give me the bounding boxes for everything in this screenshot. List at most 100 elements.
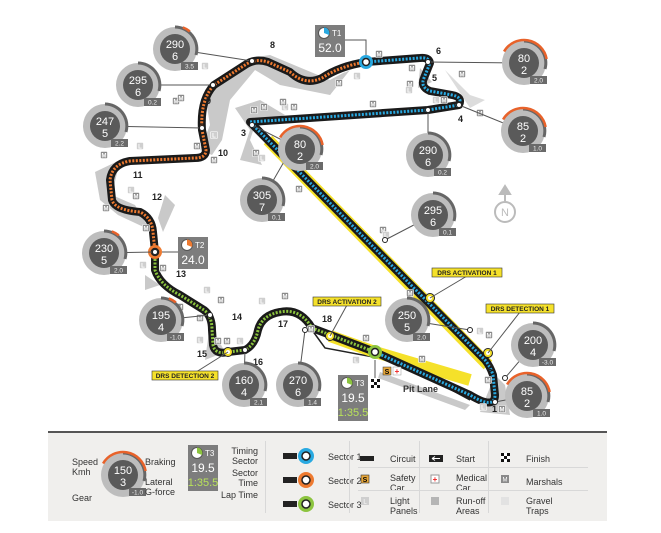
turn-14-label: 14 bbox=[232, 312, 242, 322]
gear-value: 2 bbox=[297, 151, 303, 163]
gear-value: 4 bbox=[241, 387, 247, 399]
pit-lane-label: Pit Lane bbox=[403, 384, 438, 394]
svg-text:L: L bbox=[203, 64, 207, 70]
braking-arc bbox=[182, 26, 191, 33]
sector-time: 19.5 bbox=[191, 461, 215, 475]
svg-text:L: L bbox=[384, 233, 388, 239]
svg-text:M: M bbox=[442, 98, 447, 104]
speed-value: 270 bbox=[289, 375, 307, 387]
speed-value: 80 bbox=[294, 139, 306, 151]
svg-text:M: M bbox=[144, 226, 149, 232]
svg-text:M: M bbox=[195, 144, 200, 150]
speed-value: 290 bbox=[166, 39, 184, 51]
marshal-marker: M bbox=[406, 289, 414, 297]
speed-value: 200 bbox=[524, 335, 542, 347]
turn-16-label: 16 bbox=[253, 357, 263, 367]
braking-arc bbox=[502, 38, 548, 60]
turn-18-label: 18 bbox=[322, 314, 332, 324]
svg-text:M: M bbox=[410, 66, 415, 72]
svg-text:DRS DETECTION 1: DRS DETECTION 1 bbox=[491, 306, 550, 313]
timing-sector: T1 bbox=[332, 29, 342, 38]
marshal-marker: M bbox=[375, 50, 383, 58]
gear-value: 2 bbox=[520, 133, 526, 145]
marshal-marker: M bbox=[193, 142, 201, 150]
svg-text:M: M bbox=[134, 194, 139, 200]
svg-text:L: L bbox=[355, 74, 359, 80]
g-force-value: 0.1 bbox=[272, 215, 281, 222]
legend-sector-1: Sector 1 bbox=[328, 452, 362, 462]
safety-car-icon bbox=[360, 474, 370, 484]
marshal-marker: M bbox=[279, 98, 287, 106]
marshal-marker: M bbox=[290, 103, 298, 111]
light-panel-marker: L bbox=[210, 131, 218, 139]
turn-4-label: 4 bbox=[458, 114, 463, 124]
svg-text:M: M bbox=[161, 266, 166, 272]
turn-5-label: 5 bbox=[432, 73, 437, 83]
marshal-marker: M bbox=[484, 376, 492, 384]
marshal-marker: M bbox=[102, 204, 110, 212]
marshal-marker: M bbox=[362, 334, 370, 342]
legend-timing-sector-label: Timing Sector bbox=[231, 446, 258, 466]
compass: N bbox=[494, 184, 516, 223]
braking-arc bbox=[168, 297, 177, 304]
light-panel-icon bbox=[361, 497, 369, 505]
g-force-value: 2.0 bbox=[114, 268, 123, 275]
svg-text:L: L bbox=[238, 339, 242, 345]
legend-marshals: Marshals bbox=[526, 477, 563, 487]
svg-text:M: M bbox=[377, 52, 382, 58]
svg-text:M: M bbox=[478, 111, 483, 117]
marshal-marker: M bbox=[177, 94, 185, 102]
legend-speed-label: Speed Kmh bbox=[72, 457, 99, 477]
svg-text:L: L bbox=[129, 188, 133, 194]
light-panel-marker: L bbox=[479, 403, 487, 411]
light-panel-marker: L bbox=[353, 72, 361, 80]
marshal-marker: M bbox=[408, 64, 416, 72]
legend-finish: Finish bbox=[526, 454, 551, 464]
svg-text:L: L bbox=[212, 133, 216, 139]
lap-time: 1:35.5 bbox=[338, 407, 369, 419]
turn-2-label: 2 bbox=[487, 362, 492, 372]
speed-value: 80 bbox=[518, 53, 530, 65]
speed-value: 85 bbox=[521, 386, 533, 398]
marshal-marker: M bbox=[369, 100, 377, 108]
light-panel-marker: L bbox=[201, 62, 209, 70]
drs-label: DRS DETECTION 1 bbox=[485, 303, 555, 314]
compass-icon bbox=[494, 201, 516, 223]
svg-text:M: M bbox=[503, 478, 508, 484]
g-force-value: 1.0 bbox=[537, 411, 546, 418]
light-panel-marker: L bbox=[196, 336, 204, 344]
svg-text:M: M bbox=[262, 105, 267, 111]
medical-car-marker: + bbox=[392, 366, 402, 376]
drs-label: DRS ACTIVATION 1 bbox=[431, 267, 503, 278]
legend-safety-car: Safety Car bbox=[390, 473, 416, 493]
gear-value: 3 bbox=[120, 477, 126, 489]
speed-value: 250 bbox=[398, 310, 416, 322]
marshal-marker: M bbox=[223, 337, 231, 345]
g-force-value: 0.1 bbox=[443, 230, 452, 237]
marshal-marker: M bbox=[458, 70, 466, 78]
g-force-value: -3.0 bbox=[542, 360, 554, 367]
gear-value: 4 bbox=[158, 322, 164, 334]
speed-value: 295 bbox=[129, 75, 147, 87]
g-force-value: 0.2 bbox=[438, 170, 447, 177]
marshal-marker: M bbox=[418, 355, 426, 363]
svg-text:M: M bbox=[198, 316, 203, 322]
braking-arc bbox=[278, 124, 324, 146]
runoff-icon bbox=[431, 497, 439, 505]
svg-text:L: L bbox=[434, 98, 438, 104]
light-panel-marker: L bbox=[258, 154, 266, 162]
svg-text:M: M bbox=[102, 153, 107, 159]
turn-10-label: 10 bbox=[218, 148, 228, 158]
legend-lateral-label: Lateral G-force bbox=[145, 477, 176, 497]
